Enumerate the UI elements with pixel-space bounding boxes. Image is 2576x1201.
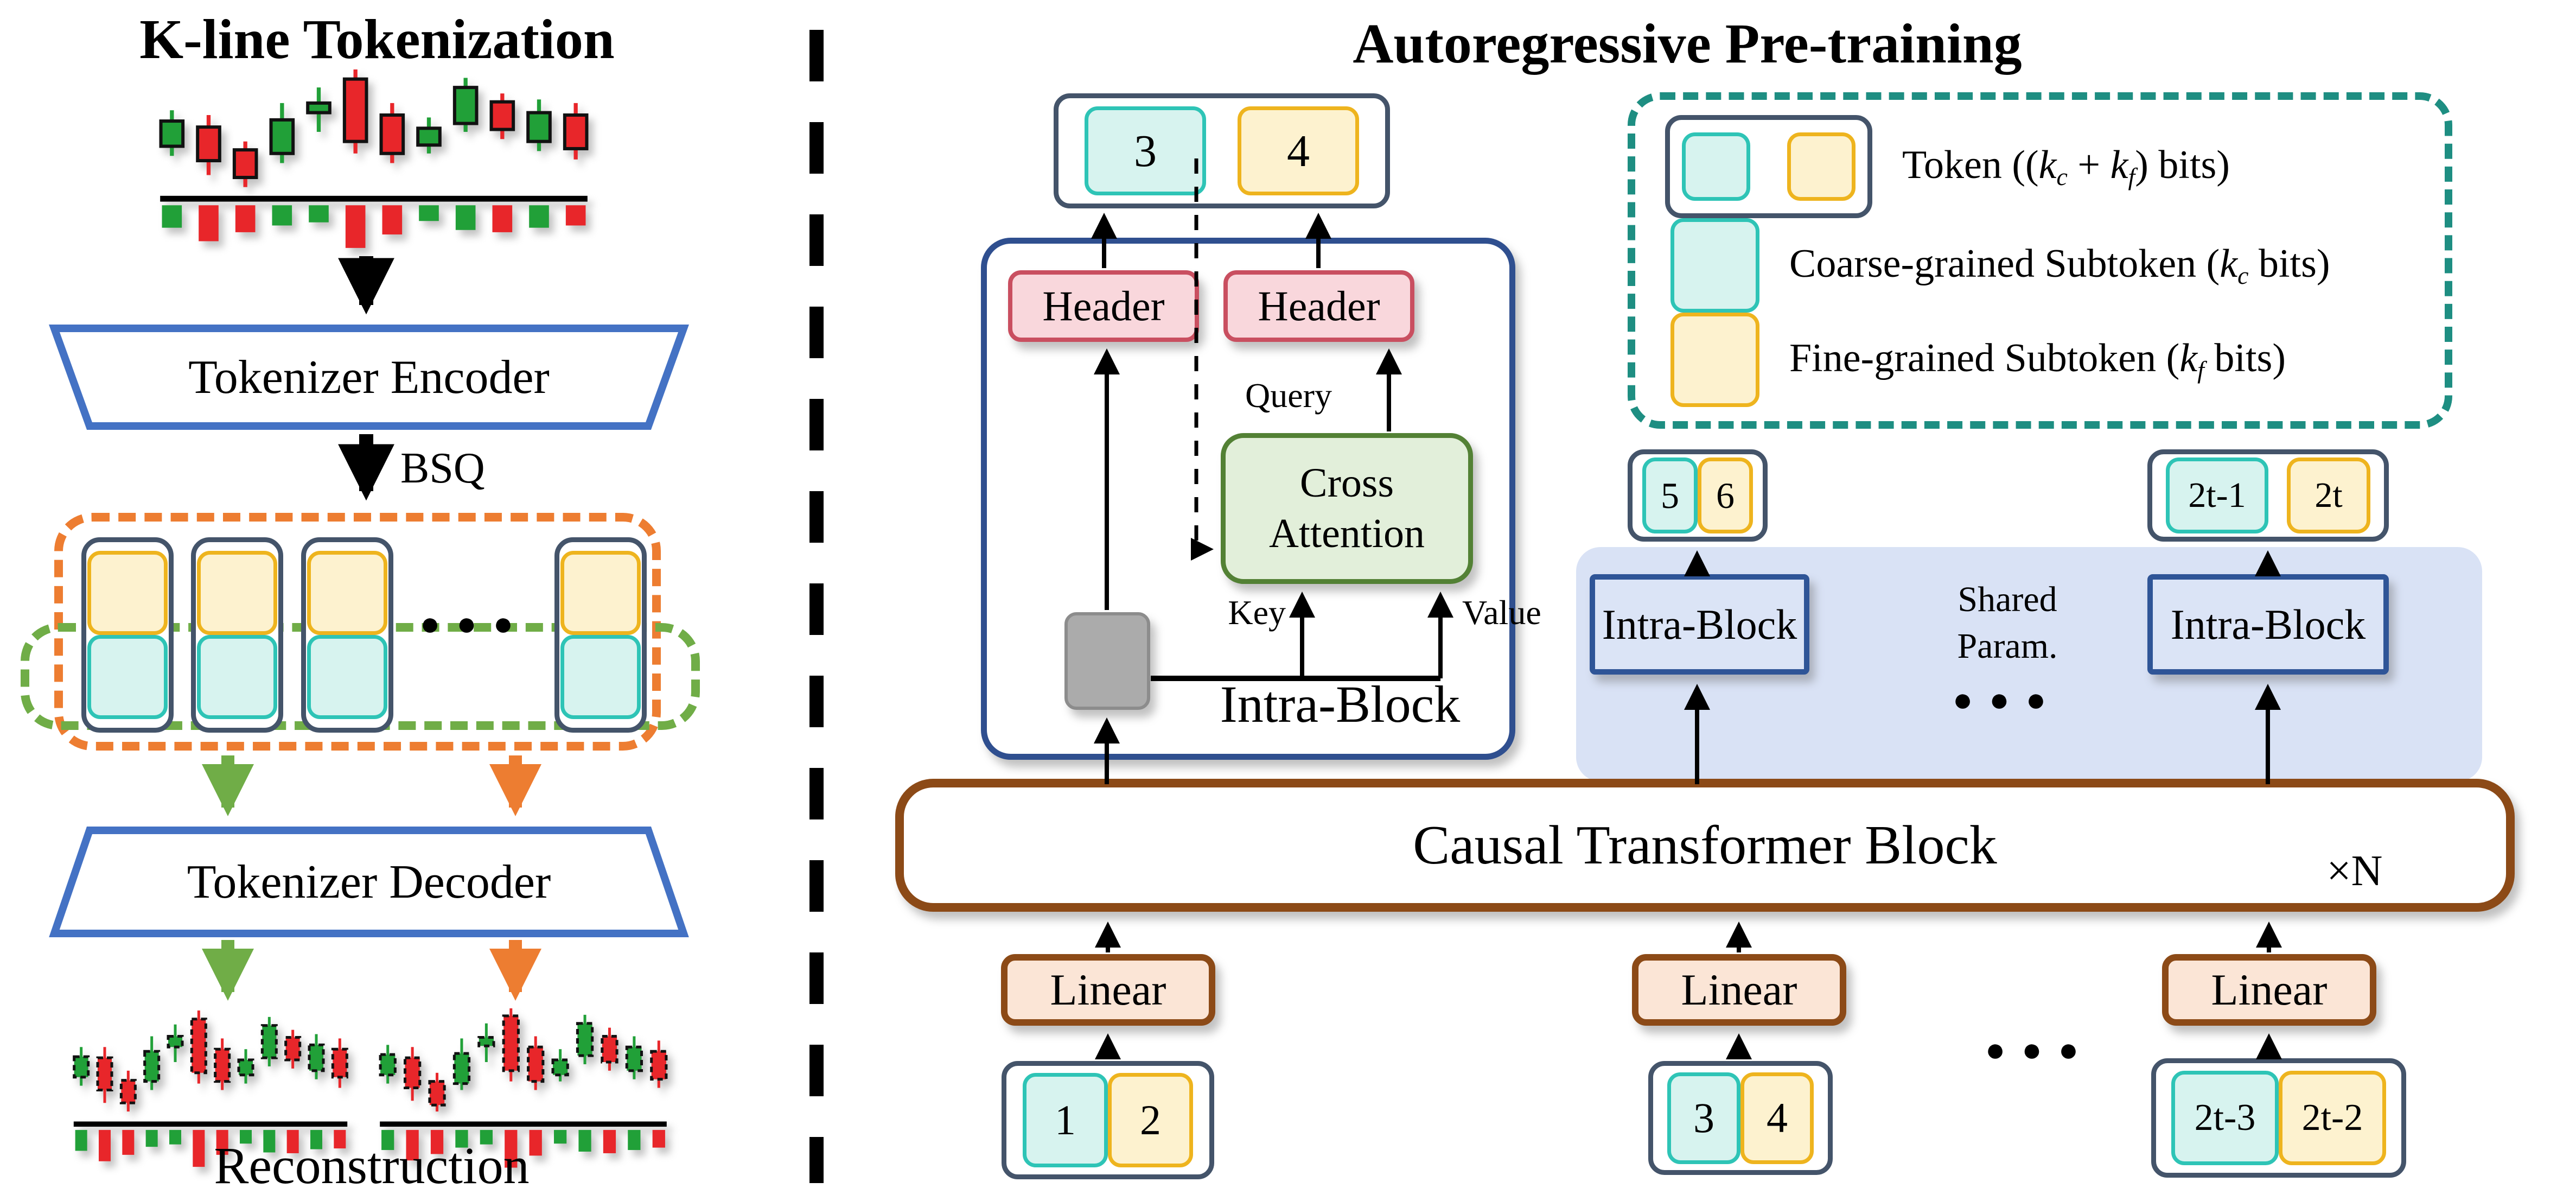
fine-subtoken: 2t [2287, 457, 2370, 533]
coarse-subtoken: 2t-3 [2171, 1071, 2279, 1165]
fine-subtoken: 4 [1740, 1072, 1814, 1164]
reconstruction-label: Reconstruction [214, 1136, 530, 1194]
kline-token-pair [554, 537, 647, 733]
token-pair-3-4: 3 4 [1648, 1061, 1833, 1175]
coarse-subtoken [560, 635, 641, 719]
intra-block-ellipsis: ●●● [1952, 681, 2063, 719]
coarse-subtoken: 1 [1023, 1073, 1108, 1167]
legend-coarse-label: Coarse-grained Subtoken (kc bits) [1789, 242, 2330, 289]
token-ellipsis: ●●● [419, 605, 530, 643]
coarse-subtoken: 3 [1667, 1072, 1740, 1164]
header-box-fine: Header [1223, 270, 1414, 342]
cross-attention-line2: Attention [1268, 511, 1425, 556]
hidden-state-box [1064, 612, 1150, 710]
left-panel-title: K-line Tokenization [139, 8, 615, 71]
coarse-subtoken-icon [1670, 218, 1759, 313]
token-pair-5-6: 5 6 [1628, 449, 1768, 542]
reconstruction-chart-left [73, 1010, 348, 1167]
intra-block-right: Intra-Block [2147, 574, 2389, 675]
coarse-subtoken: 2t-1 [2166, 457, 2268, 533]
coarse-subtoken [307, 635, 387, 719]
kline-token-pair [81, 537, 174, 733]
legend-fine-label: Fine-grained Subtoken (kf bits) [1789, 336, 2286, 384]
tokenizer-encoder-label: Tokenizer Encoder [188, 351, 550, 404]
coarse-subtoken [87, 635, 168, 719]
fine-subtoken-icon [1670, 313, 1759, 407]
right-panel-title: Autoregressive Pre-training [1353, 12, 2022, 75]
shared-param-line1: Shared [1957, 580, 2057, 619]
legend-row-token: Token ((kc + kf) bits) [1665, 115, 2415, 218]
tokenizer-decoder-shape [49, 827, 689, 937]
kline-token-pair [301, 537, 393, 733]
shared-param-label: Shared Param. [1915, 576, 2100, 671]
legend-row-fine: Fine-grained Subtoken (kf bits) [1665, 313, 2415, 407]
token-pair-out-3-4: 3 4 [1054, 93, 1390, 208]
causal-transformer-block: Causal Transformer Block [895, 779, 2515, 912]
coarse-subtoken: 3 [1085, 106, 1206, 195]
linear-box-3: Linear [2162, 954, 2376, 1026]
tokenizer-encoder-shape [49, 325, 689, 430]
coarse-subtoken-icon [1682, 132, 1750, 201]
sequence-ellipsis: ●●● [1985, 1031, 2095, 1069]
reconstruction-chart-right [379, 1008, 668, 1168]
kline-token-pair [191, 537, 283, 733]
value-label: Value [1462, 593, 1541, 632]
token-pair-1-2: 1 2 [1002, 1061, 1214, 1179]
query-label: Query [1245, 376, 1332, 415]
fine-subtoken-icon [1787, 132, 1856, 201]
intra-block-left: Intra-Block [1590, 574, 1809, 675]
cross-attention-line1: Cross [1299, 460, 1394, 506]
fine-subtoken [307, 551, 387, 635]
fine-subtoken: 6 [1698, 457, 1753, 533]
coarse-subtoken: 5 [1642, 457, 1698, 533]
shared-param-line2: Param. [1957, 626, 2058, 666]
fine-subtoken: 2 [1108, 1073, 1193, 1167]
linear-box-1: Linear [1001, 954, 1215, 1026]
fine-subtoken [197, 551, 277, 635]
fine-subtoken [560, 551, 641, 635]
kline-input-chart [159, 69, 589, 248]
cross-attention-box: Cross Attention [1221, 433, 1473, 584]
coarse-subtoken [197, 635, 277, 719]
header-box-coarse: Header [1008, 270, 1199, 342]
fine-subtoken [87, 551, 168, 635]
token-pair-2t1-2t: 2t-1 2t [2147, 449, 2389, 542]
xn-repeat-label: ×N [2326, 847, 2383, 895]
linear-box-2: Linear [1632, 954, 1846, 1026]
intra-block-detail-label: Intra-Block [1220, 675, 1461, 733]
token-group-orange-dashed-box [54, 513, 661, 751]
legend-row-coarse: Coarse-grained Subtoken (kc bits) [1665, 218, 2415, 313]
fine-subtoken: 4 [1238, 106, 1359, 195]
fine-subtoken: 2t-2 [2279, 1071, 2386, 1165]
token-legend-icon [1665, 115, 1872, 218]
tokenizer-decoder-label: Tokenizer Decoder [187, 855, 551, 908]
legend: Token ((kc + kf) bits) Coarse-grained Su… [1628, 92, 2452, 429]
legend-token-label: Token ((kc + kf) bits) [1902, 143, 2230, 190]
panel-divider-dashed-line [809, 30, 824, 1183]
key-label: Key [1228, 593, 1286, 632]
bsq-label: BSQ [400, 444, 485, 492]
token-pair-2t3-2t2: 2t-3 2t-2 [2151, 1058, 2406, 1178]
